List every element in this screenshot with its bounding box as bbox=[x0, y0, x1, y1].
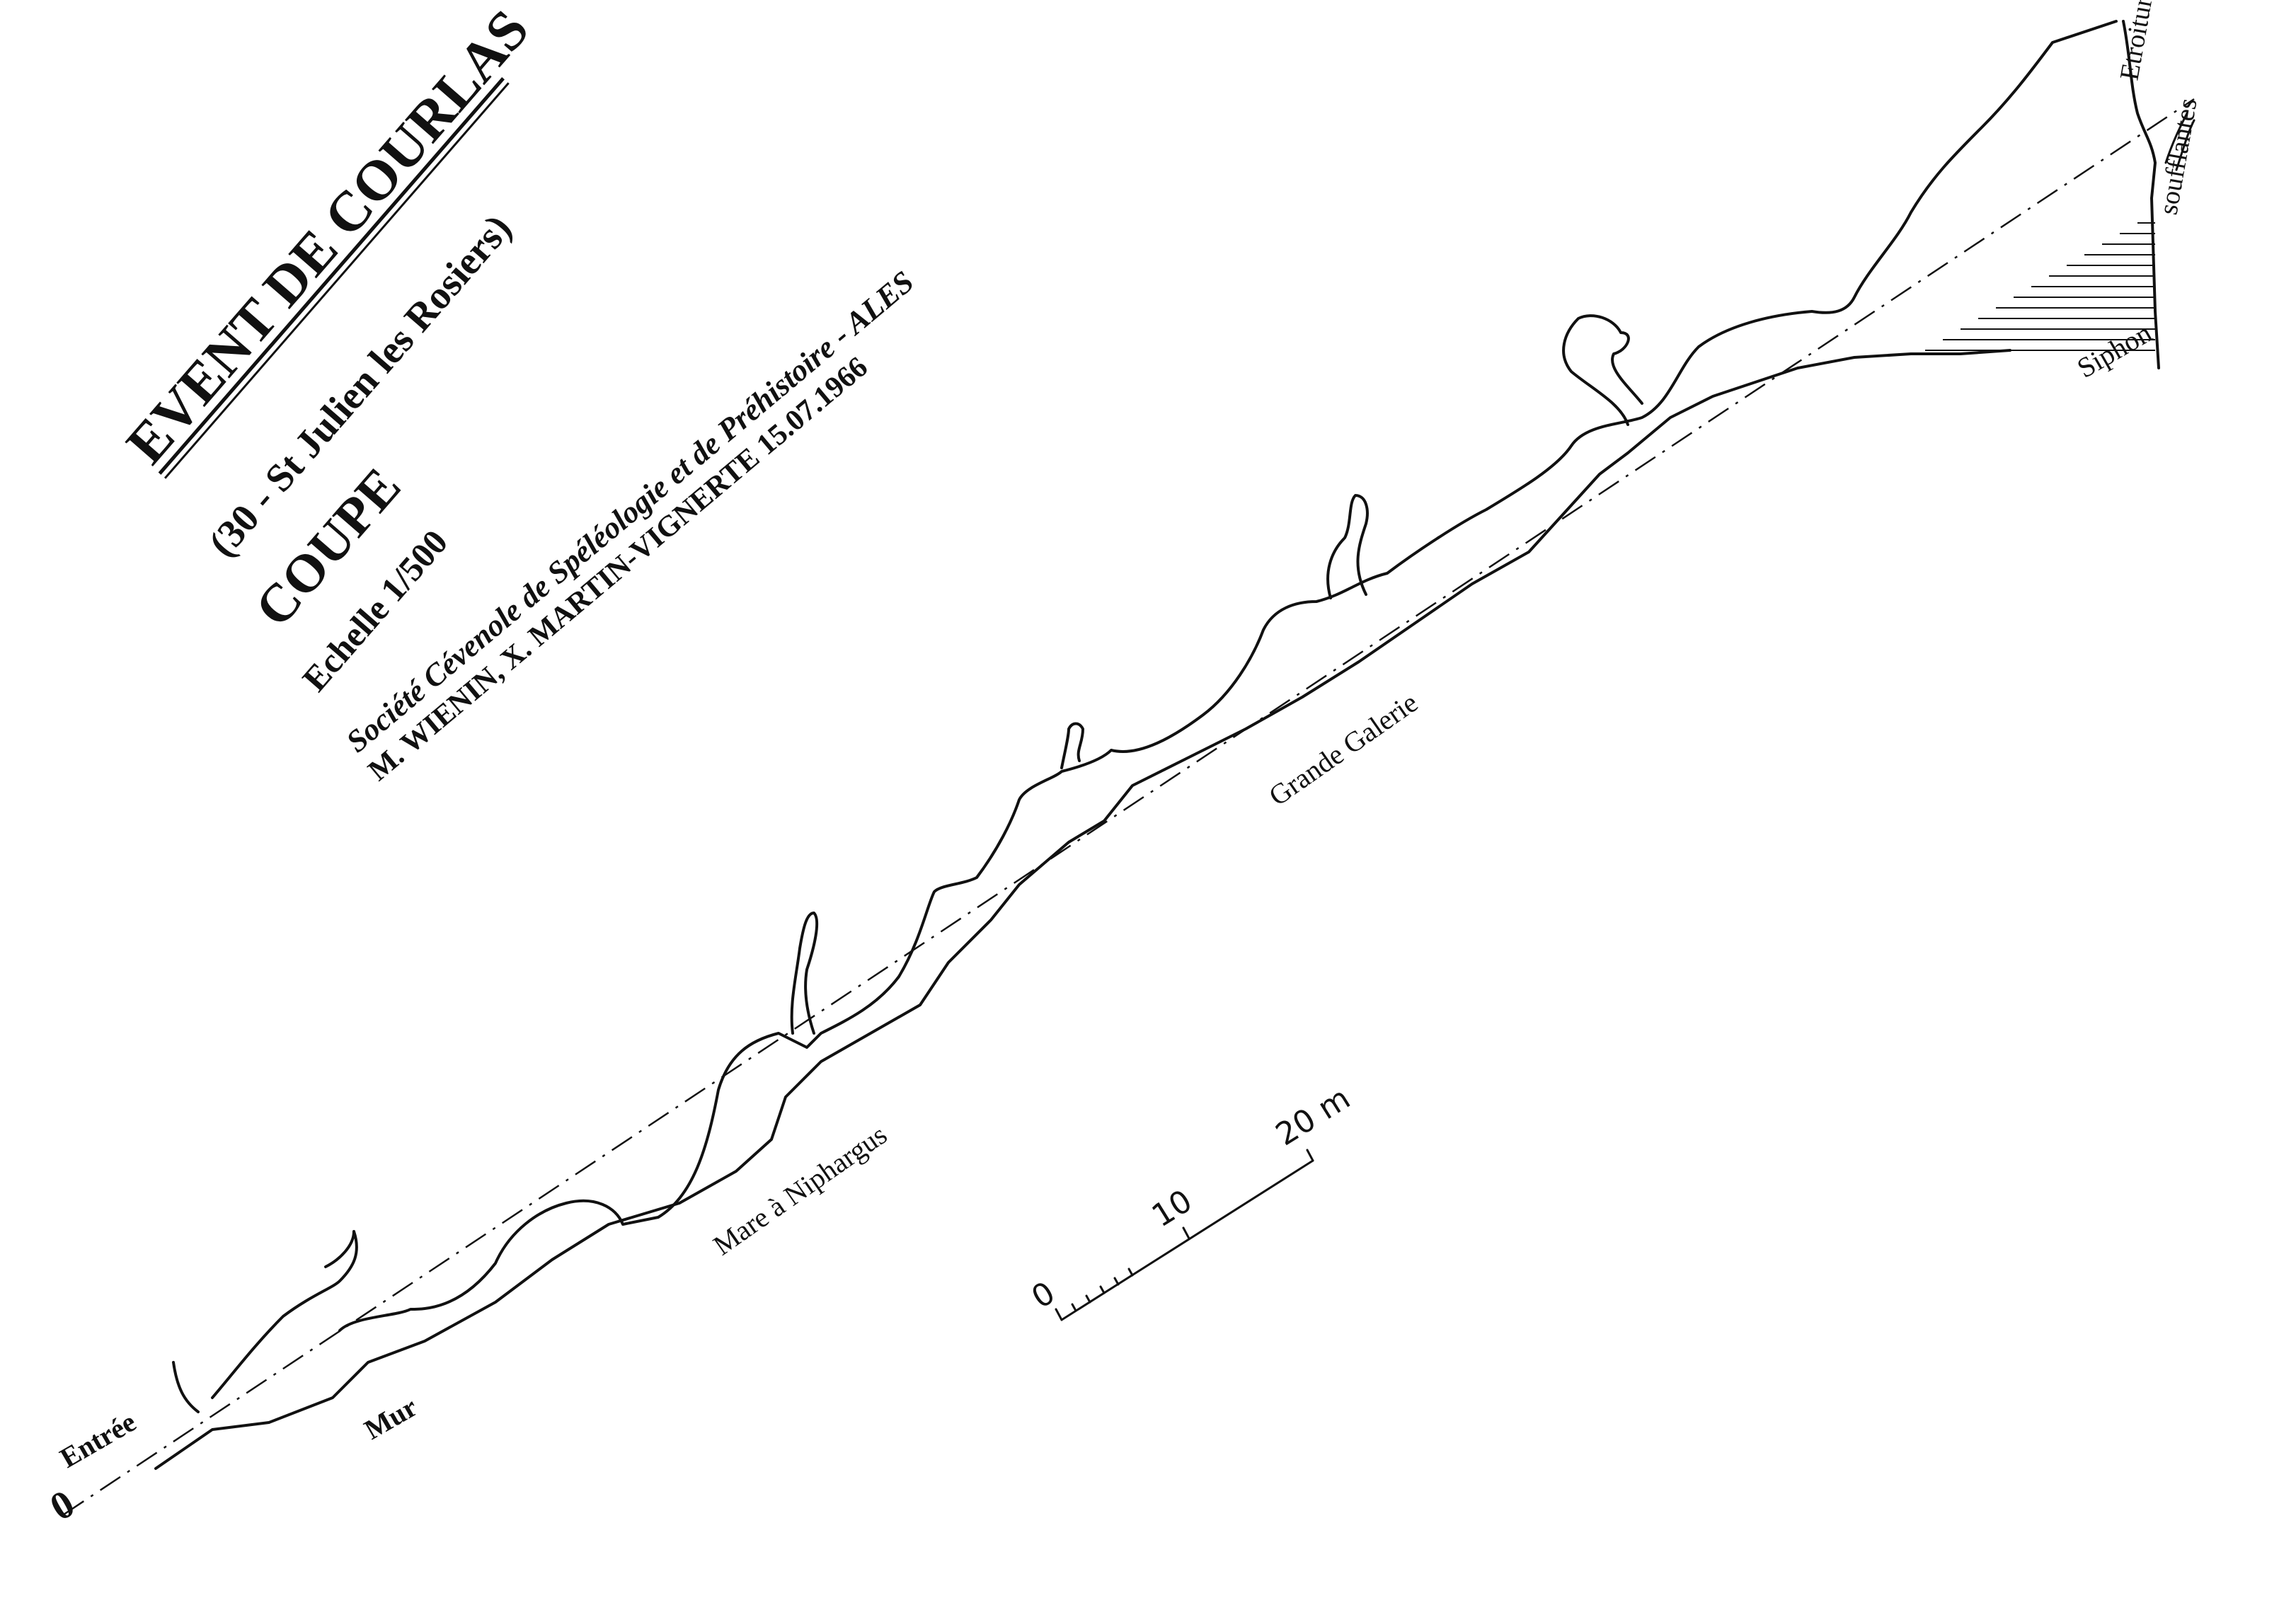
chimney-2 bbox=[1060, 722, 1084, 769]
scale-bar-line bbox=[1060, 1159, 1314, 1321]
scale-bar: 0 10 20 m bbox=[1026, 1080, 1357, 1321]
label-pool: Mare à Niphargus bbox=[707, 1118, 892, 1261]
cave-floor-line bbox=[154, 349, 2011, 1470]
scale-tick-20: 20 m bbox=[1270, 1080, 1357, 1153]
scale-bar-ticks bbox=[1055, 1149, 1314, 1321]
chimney-4 bbox=[1562, 314, 1643, 426]
label-entry: Entrée bbox=[54, 1406, 142, 1474]
title-underline bbox=[158, 77, 505, 475]
entrance-shaft bbox=[172, 1230, 358, 1413]
survey-authors-date: M. WIENIN, X. MARTIN-VIGNERTE 15.07.1966 bbox=[362, 351, 874, 788]
draught-passage bbox=[2164, 112, 2195, 171]
terminal-wall bbox=[2122, 20, 2160, 369]
reference-axis bbox=[63, 98, 2195, 1516]
chimney-1 bbox=[790, 912, 819, 1035]
scale-tick-10: 10 bbox=[1146, 1183, 1199, 1234]
label-squeeze: Etroiture bbox=[2115, 0, 2161, 83]
label-draughts: soufflantes bbox=[2154, 96, 2203, 217]
title-block: EVENT DE COURLAS (30 - St Julien les Ros… bbox=[115, 0, 920, 788]
title-underline-second bbox=[163, 82, 510, 479]
chimney-3 bbox=[1326, 494, 1369, 599]
cave-ceiling-line bbox=[338, 20, 2118, 1332]
label-sump: Siphon bbox=[2072, 316, 2157, 384]
label-wall: Mur bbox=[359, 1391, 423, 1446]
sump-hatching bbox=[1925, 222, 2155, 351]
